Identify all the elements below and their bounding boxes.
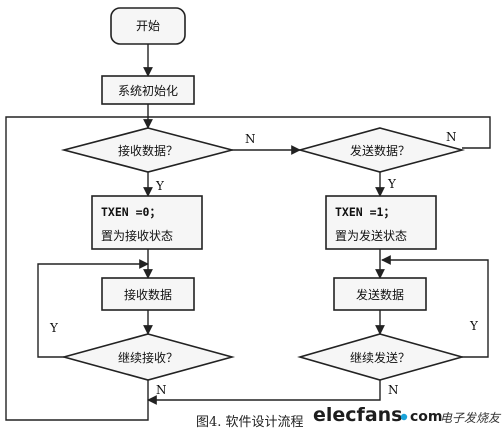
- edge-label-send-loop-yes: Y: [469, 319, 479, 333]
- node-send-data-label: 发送数据: [356, 287, 404, 302]
- node-send-setup: TXEN =1； 置为发送状态: [325, 195, 437, 250]
- watermark-logo: elecfans com 电子发烧友: [313, 404, 502, 426]
- node-init-label: 系统初始化: [118, 84, 178, 98]
- node-send-data: 发送数据: [333, 277, 427, 311]
- node-send-continue-label: 继续发送？: [350, 350, 410, 365]
- figure-caption: 图4. 软件设计流程: [196, 415, 304, 430]
- watermark-dot-icon: [400, 413, 408, 421]
- watermark-chinese: 电子发烧友: [440, 411, 502, 425]
- edge-label-send-end-no: N: [388, 383, 399, 397]
- edge-label-send-yes: Y: [387, 177, 397, 191]
- node-send-setup-line1: TXEN =1；: [335, 205, 395, 219]
- watermark-domain: com: [410, 409, 443, 425]
- edge-send-loop-yes: [381, 255, 489, 358]
- node-recv-continue: 继续接收？: [60, 333, 236, 381]
- node-send-decision: 发送数据？: [296, 127, 466, 173]
- node-send-decision-label: 发送数据？: [350, 143, 410, 158]
- edge-send-end-no: [147, 380, 381, 405]
- node-recv-decision: 接收数据？: [60, 127, 236, 173]
- node-recv-data: 接收数据: [101, 277, 195, 311]
- edge-outer-loop: [5, 116, 491, 421]
- edge-label-recv-loop-yes: Y: [49, 321, 59, 335]
- node-recv-data-label: 接收数据: [124, 287, 172, 302]
- edge-label-send-no: N: [446, 130, 457, 144]
- node-recv-setup-line1: TXEN =0；: [101, 205, 161, 219]
- node-start-label: 开始: [136, 19, 160, 33]
- node-recv-continue-label: 继续接收？: [118, 350, 178, 365]
- edge-recv-loop-yes: [37, 259, 149, 358]
- edge-label-recv-yes: Y: [155, 179, 165, 193]
- node-send-continue: 继续发送？: [297, 333, 465, 381]
- node-send-setup-line2: 置为发送状态: [335, 228, 407, 243]
- node-recv-setup: TXEN =0； 置为接收状态: [91, 195, 203, 250]
- node-recv-setup-line2: 置为接收状态: [101, 228, 173, 243]
- node-recv-decision-label: 接收数据？: [118, 143, 178, 158]
- edge-label-recv-no: N: [245, 132, 256, 146]
- edges: [5, 44, 491, 421]
- node-init: 系统初始化: [101, 75, 195, 105]
- node-start: 开始: [110, 7, 186, 45]
- watermark-brand: elecfans: [313, 404, 402, 426]
- edge-labels: N N Y Y Y Y N N: [49, 130, 479, 397]
- edge-label-recv-end-no: N: [156, 383, 167, 397]
